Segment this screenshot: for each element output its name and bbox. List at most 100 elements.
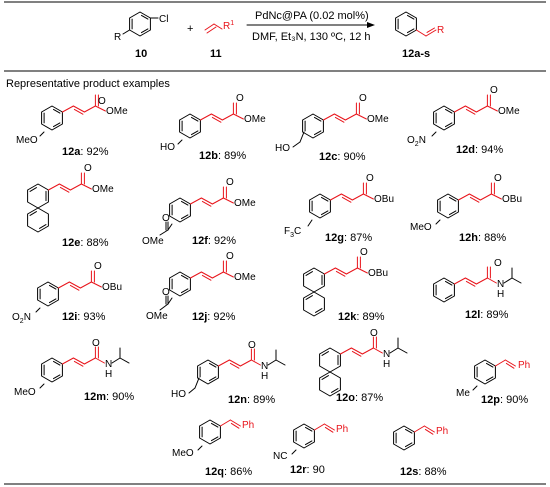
- svg-text:H: H: [383, 359, 390, 370]
- svg-text:Ph: Ph: [336, 424, 348, 435]
- reactant-11-number: 11: [210, 48, 222, 60]
- svg-text:OMe: OMe: [234, 272, 256, 283]
- svg-text:O: O: [248, 340, 256, 351]
- svg-text:O: O: [98, 96, 106, 107]
- product-12n: HO O N H 12n: 89%: [171, 340, 286, 406]
- product-12k: O OBu 12k: 89%: [303, 247, 388, 323]
- svg-text:HO: HO: [275, 143, 290, 154]
- product-12q: MeO Ph 12q: 86%: [172, 419, 254, 478]
- svg-text:OBu: OBu: [374, 194, 394, 205]
- svg-text:Ph: Ph: [436, 426, 448, 437]
- svg-text:OMe: OMe: [106, 106, 128, 117]
- svg-text:MeO: MeO: [410, 222, 432, 233]
- svg-text:O: O: [366, 173, 374, 184]
- product-general-substituent: R: [437, 25, 444, 36]
- product-12h: MeO O OBu 12h: 88%: [410, 173, 522, 244]
- product-12s: Ph 12s: 88%: [393, 425, 448, 478]
- label-12n: 12n: 89%: [228, 394, 275, 406]
- svg-text:O2N: O2N: [12, 312, 31, 325]
- svg-text:H: H: [497, 289, 504, 300]
- product-12f: O OMe O OMe 12f: 92%: [142, 177, 256, 247]
- svg-text:O: O: [84, 163, 92, 174]
- svg-text:OBu: OBu: [502, 194, 522, 205]
- product-12e: O OMe 12e: 88%: [27, 163, 114, 249]
- label-12e: 12e: 88%: [62, 237, 109, 249]
- svg-text:O: O: [359, 93, 367, 104]
- plus-sign: +: [187, 23, 193, 35]
- reaction-arrow: PdNc@PA (0.02 mol%) DMF, Et₃N, 130 ºC, 1…: [246, 10, 375, 43]
- svg-text:HO: HO: [160, 142, 175, 153]
- label-12h: 12h: 88%: [459, 232, 506, 244]
- svg-text:OMe: OMe: [146, 311, 168, 322]
- product-12b: HO O OMe 12b: 89%: [160, 93, 266, 162]
- svg-text:OMe: OMe: [142, 236, 164, 247]
- label-12j: 12j: 92%: [192, 311, 236, 323]
- reactant-11-substituent: R1: [223, 20, 234, 32]
- product-general: R 12a-s: [395, 11, 444, 60]
- svg-text:NC: NC: [273, 451, 287, 462]
- product-12d: O2N O OMe 12d: 94%: [407, 85, 520, 156]
- reactant-10-halogen: Cl: [159, 14, 168, 25]
- reactant-10-substituent: R: [114, 32, 121, 43]
- product-12c: HO O OMe 12c: 90%: [275, 93, 389, 163]
- svg-text:H: H: [105, 369, 112, 380]
- svg-text:O: O: [92, 338, 100, 349]
- label-12g: 12g: 87%: [325, 232, 372, 244]
- svg-text:MeO: MeO: [172, 448, 194, 459]
- label-12a: 12a: 92%: [62, 146, 109, 158]
- svg-text:O: O: [162, 287, 170, 298]
- arrow-head: [367, 22, 375, 28]
- svg-text:N: N: [105, 359, 112, 370]
- svg-text:OBu: OBu: [368, 268, 388, 279]
- conditions-solvent: DMF, Et₃N, 130 ºC, 12 h: [252, 31, 371, 43]
- svg-text:OMe: OMe: [234, 198, 256, 209]
- label-12k: 12k: 89%: [338, 311, 385, 323]
- product-12p: Me Ph 12p: 90%: [456, 359, 530, 406]
- svg-text:Ph: Ph: [518, 360, 530, 371]
- svg-text:Ph: Ph: [242, 420, 254, 431]
- svg-text:O: O: [226, 251, 234, 262]
- label-12s: 12s: 88%: [400, 466, 447, 478]
- svg-text:N: N: [383, 349, 390, 360]
- svg-text:MeO: MeO: [14, 387, 36, 398]
- product-12i: O2N O OBu 12i: 93%: [12, 261, 122, 325]
- product-12a: MeO O OMe 12a: 92%: [16, 94, 128, 158]
- label-12p: 12p: 90%: [481, 394, 528, 406]
- svg-text:N: N: [497, 279, 504, 290]
- svg-text:OMe: OMe: [498, 106, 520, 117]
- svg-text:OMe: OMe: [244, 114, 266, 125]
- product-general-number: 12a-s: [402, 48, 430, 60]
- label-12l: 12l: 89%: [465, 309, 509, 321]
- svg-text:N: N: [261, 361, 268, 372]
- svg-text:F3C: F3C: [284, 226, 301, 239]
- product-12j: O OMe O OMe 12j: 92%: [146, 251, 256, 323]
- svg-text:O: O: [360, 247, 368, 258]
- svg-text:HO: HO: [171, 389, 186, 400]
- svg-text:O: O: [494, 173, 502, 184]
- svg-text:O: O: [236, 93, 244, 104]
- product-12m: MeO O N H 12m: 90%: [14, 338, 134, 403]
- product-12o: O N H 12o: 87%: [319, 328, 408, 404]
- svg-text:OMe: OMe: [367, 114, 389, 125]
- svg-text:O: O: [370, 328, 378, 339]
- label-12q: 12q: 86%: [205, 466, 252, 478]
- svg-text:O2N: O2N: [407, 135, 426, 148]
- svg-text:O: O: [162, 213, 170, 224]
- svg-text:Me: Me: [456, 388, 470, 399]
- svg-text:OBu: OBu: [102, 282, 122, 293]
- product-12g: F3C O OBu 12g: 87%: [284, 173, 394, 244]
- product-12r: NC Ph 12r: 90: [273, 423, 348, 476]
- label-12m: 12m: 90%: [84, 391, 134, 403]
- label-12c: 12c: 90%: [319, 151, 366, 163]
- product-12l: O N H 12l: 89%: [433, 258, 522, 321]
- reactant-10: Cl R 10: [114, 11, 168, 60]
- section-title: Representative product examples: [6, 78, 170, 90]
- svg-text:O: O: [494, 258, 502, 269]
- conditions-catalyst: PdNc@PA (0.02 mol%): [255, 10, 369, 22]
- label-12f: 12f: 92%: [192, 235, 236, 247]
- label-12d: 12d: 94%: [456, 144, 503, 156]
- reactant-11: R1 11: [204, 20, 234, 60]
- svg-text:O: O: [94, 261, 102, 272]
- svg-text:O: O: [490, 85, 498, 96]
